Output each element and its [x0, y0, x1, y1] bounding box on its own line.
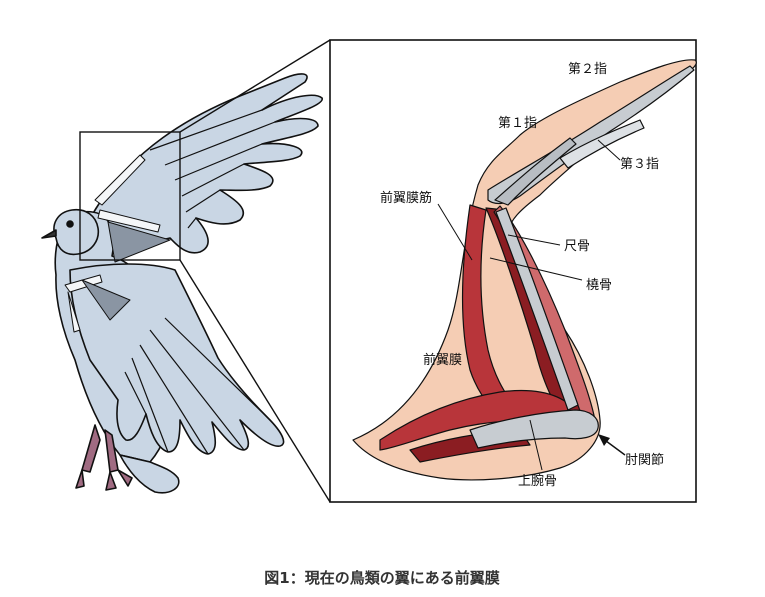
upper-wing	[91, 73, 323, 254]
elbow-arrow	[598, 434, 626, 456]
bird-eye	[66, 220, 74, 228]
ulna-radius-bones	[495, 207, 579, 411]
figure-caption: 図1：現在の鳥類の翼にある前翼膜	[264, 569, 499, 587]
zoom-connector-top	[179, 39, 331, 133]
label-finger3: 第３指	[620, 157, 659, 172]
label-humerus: 上腕骨	[518, 473, 557, 489]
lower-wing	[69, 263, 285, 455]
pigeon-illustration	[41, 73, 323, 494]
digit-bones	[487, 65, 695, 206]
leader-humerus	[529, 419, 543, 471]
humerus-bone	[469, 409, 599, 449]
bird-wing-bones	[64, 154, 171, 333]
leader-lines	[437, 139, 621, 471]
label-finger2: 第２指	[568, 62, 607, 77]
leader-propatagialis	[437, 203, 473, 261]
label-propatagium: 前翼膜	[423, 352, 462, 368]
lower-wing-feather-lines	[124, 317, 269, 455]
label-finger1: 第１指	[498, 116, 537, 131]
bird-tail	[119, 454, 180, 494]
bird-head	[53, 208, 100, 256]
wing-cross-section	[352, 59, 697, 481]
leader-radius	[489, 257, 583, 281]
leader-ulna	[507, 234, 561, 246]
bird-feet	[75, 424, 133, 491]
zoom-source-box	[79, 131, 181, 261]
label-ulna: 尺骨	[564, 239, 590, 254]
bird-beak	[41, 229, 57, 239]
upper-wing-feather-lines	[149, 109, 276, 229]
label-elbow: 肘関節	[625, 453, 664, 468]
leader-finger3	[597, 139, 621, 161]
zoom-connector-bottom	[179, 259, 331, 503]
label-propatagialis-muscle: 前翼膜筋	[380, 190, 432, 206]
label-radius: 橈骨	[586, 278, 612, 293]
